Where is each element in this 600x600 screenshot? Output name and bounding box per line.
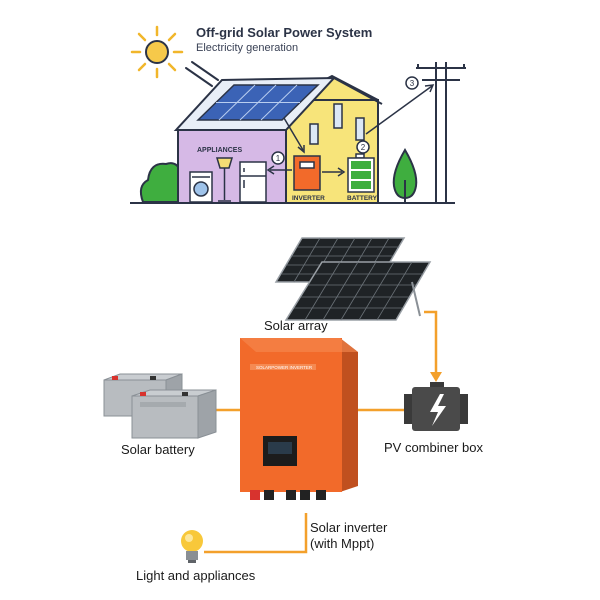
inverter-label-line2: (with Mppt): [310, 536, 374, 551]
arrow-to-appliances: [266, 165, 292, 175]
battery-small-label: BATTERY: [347, 195, 378, 202]
solar-array: [274, 237, 432, 321]
house-battery-icon: [347, 153, 375, 193]
washing-machine-icon: [189, 171, 213, 203]
solar-battery-label: Solar battery: [121, 442, 195, 457]
tree-icon: [392, 148, 418, 203]
solar-panel-front: [284, 261, 432, 321]
arrow-to-grid: [365, 84, 435, 135]
shrub-icon: [139, 162, 183, 203]
lights-label: Light and appliances: [136, 568, 256, 583]
inverter-small-label: INVERTER: [292, 195, 325, 202]
wire-arrow-icon: [430, 372, 442, 382]
solar-array-label: Solar array: [264, 318, 328, 333]
inverter-label-line1: Solar inverter: [310, 520, 388, 535]
appliances-label: APPLIANCES: [197, 147, 242, 154]
pv-combiner-box-label: PV combiner box: [384, 440, 483, 455]
wires: [204, 310, 438, 554]
battery-front: [131, 389, 217, 439]
step-2-badge: 2: [356, 140, 370, 154]
sun-rays-icon: [185, 61, 219, 87]
pv-combiner-box-icon: [404, 382, 468, 431]
sun-icon: [130, 25, 184, 79]
solar-battery-icon: [103, 373, 217, 439]
page-subtitle: Electricity generation: [196, 42, 299, 54]
svg-text:3: 3: [410, 79, 415, 88]
roof-solar-panel: [196, 84, 320, 121]
fridge-icon: [239, 161, 267, 203]
inverter-terminals: [250, 490, 326, 500]
utility-pole-icon: [416, 62, 466, 202]
lamp-icon: [215, 157, 234, 202]
house-inverter-icon: [293, 155, 321, 191]
step-1-badge: 1: [271, 151, 285, 165]
light-bulb-icon: [181, 530, 203, 563]
svg-text:1: 1: [276, 154, 281, 163]
page-title: Off-grid Solar Power System: [196, 25, 373, 40]
solar-inverter: SOLARPOWER INVERTER: [240, 338, 358, 500]
arrow-to-inverter: [283, 117, 305, 154]
svg-text:2: 2: [361, 143, 366, 152]
inverter-brand-text: SOLARPOWER INVERTER: [256, 365, 313, 370]
step-3-badge: 3: [405, 76, 419, 90]
house-windows: [309, 103, 365, 145]
arrow-to-battery: [322, 167, 346, 177]
